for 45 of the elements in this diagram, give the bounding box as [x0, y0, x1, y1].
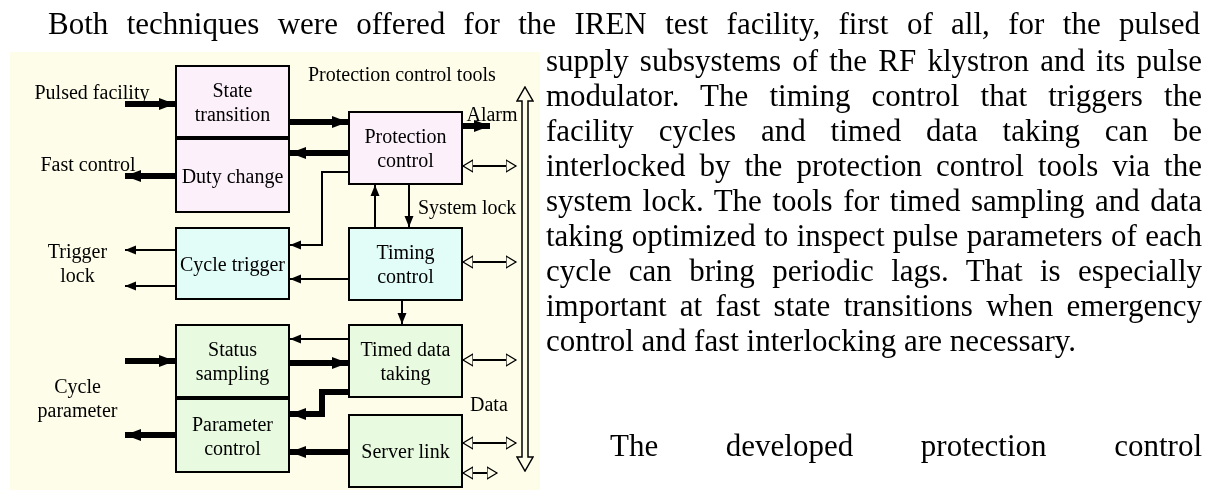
- arrow: [370, 184, 380, 228]
- signal-label: Trigger lock: [30, 236, 125, 290]
- process-box: Cycle trigger: [175, 227, 290, 300]
- arrow: [125, 98, 175, 110]
- arrow: [290, 147, 348, 159]
- signal-label: Fast control: [28, 152, 148, 176]
- arrow: [290, 357, 348, 369]
- arrow: [289, 274, 349, 284]
- signal-label: Pulsed facility: [22, 80, 162, 104]
- panel-heading: Protection control tools: [308, 62, 496, 86]
- bus-label: Data: [470, 392, 508, 416]
- process-box: Protection control: [348, 111, 463, 185]
- arrow: [289, 334, 349, 344]
- bus-connector: [462, 353, 517, 367]
- bus-connector: [462, 466, 498, 480]
- arrow: [125, 170, 175, 182]
- process-box: Status sampling: [175, 324, 290, 398]
- arrow: [463, 120, 490, 132]
- process-box: Parameter control: [175, 398, 290, 473]
- arrow: [290, 116, 348, 128]
- arrow: [125, 355, 175, 367]
- process-box: Timing control: [348, 227, 463, 301]
- arrow: [124, 281, 176, 291]
- arrow: [125, 429, 175, 441]
- data-bus-arrow: [516, 86, 534, 472]
- body-paragraph: supply subsystems of the RF klystron and its pulse modulator. The timing control that triggers the facility cycles and timed data taking can be interlocked by the protection control tools via the system lock. The tools for timed sampling and data taking optimized to inspect pulse parameters of each cycle can bring periodic lags. That is especially important at fast state transitions when emergency control and fast interlocking are necessary.: [546, 43, 1202, 358]
- process-box: State transition: [175, 65, 290, 138]
- signal-label: Cycle parameter: [30, 361, 125, 435]
- body-text-line: The developed protection control: [610, 428, 1202, 463]
- process-box: Timed data taking: [348, 324, 463, 398]
- bus-connector: [462, 436, 517, 450]
- arrow: [290, 389, 348, 420]
- body-text-line: Both techniques were offered for the IREN test facility, first of all, for the pulsed: [48, 6, 1200, 41]
- diagram-panel: [10, 52, 540, 490]
- process-box: Server link: [348, 414, 463, 488]
- arrow: [404, 184, 414, 228]
- bus-connector: [462, 255, 517, 269]
- process-box: Duty change: [175, 138, 290, 213]
- signal-label: Alarm: [468, 102, 516, 126]
- arrow: [289, 171, 349, 250]
- arrow: [290, 446, 348, 458]
- bus-connector: [462, 159, 517, 173]
- arrow: [397, 300, 407, 325]
- arrow: [124, 245, 176, 255]
- edge-label: System lock: [418, 195, 517, 219]
